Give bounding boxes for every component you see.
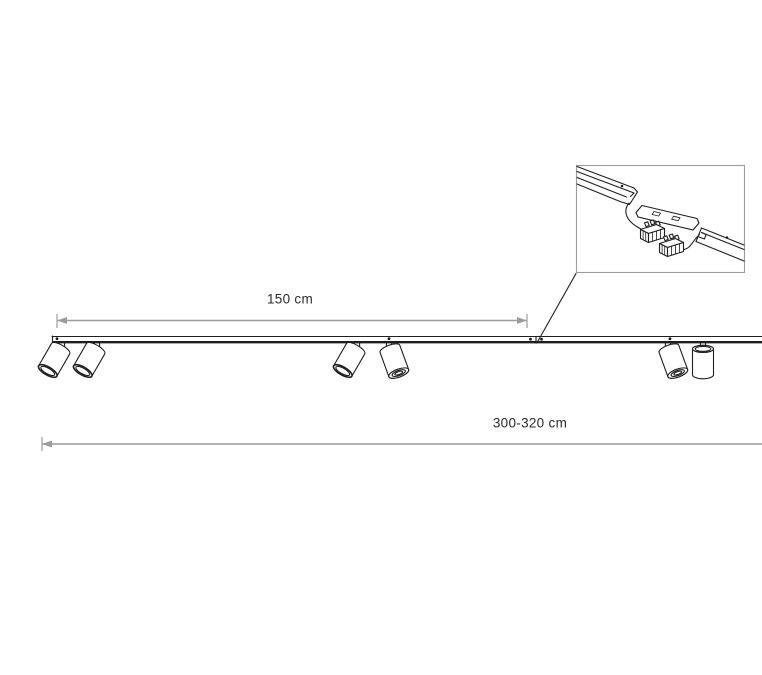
spotlight-head [691,344,715,380]
dimension-label-150cm: 150 cm [267,292,313,307]
inset-wire-left [625,202,642,230]
spotlight-head [70,339,108,381]
dimension-overall-length: 300-320 cm [41,416,762,451]
spotlight-head [35,339,73,381]
inset-leader-line [537,272,577,342]
inset-screw-hole-right [725,236,729,239]
dimension-arrow-right [517,317,527,324]
spotlight-2 [70,339,108,381]
spotlight-5 [657,341,690,381]
inset-screw-hole-left [620,184,624,188]
track-joint-dot [529,337,532,341]
dimension-arrow-left [57,317,67,324]
track-joint-dot [540,337,543,341]
track-mount-dot [55,337,59,341]
dimension-arrow-left [42,440,52,448]
spotlight-head [378,341,411,381]
spotlight-1 [35,339,73,381]
track-mount-dot [387,337,391,341]
spotlight-3 [330,339,368,381]
spotlight-6 [691,342,715,380]
dimension-rail-segment: 150 cm [56,292,528,328]
track-rail [51,335,762,344]
spotlight-head [657,341,690,381]
track-mount-dot [668,337,672,341]
dimension-label-300-320cm: 300-320 cm [493,416,567,431]
inset-rail-end-right [695,227,745,262]
spotlight-head [330,339,368,381]
inset-cover-plate [635,204,700,231]
spotlight-4 [378,341,411,381]
inset-rail-end-left [576,165,639,206]
connector-detail-inset [575,164,746,274]
